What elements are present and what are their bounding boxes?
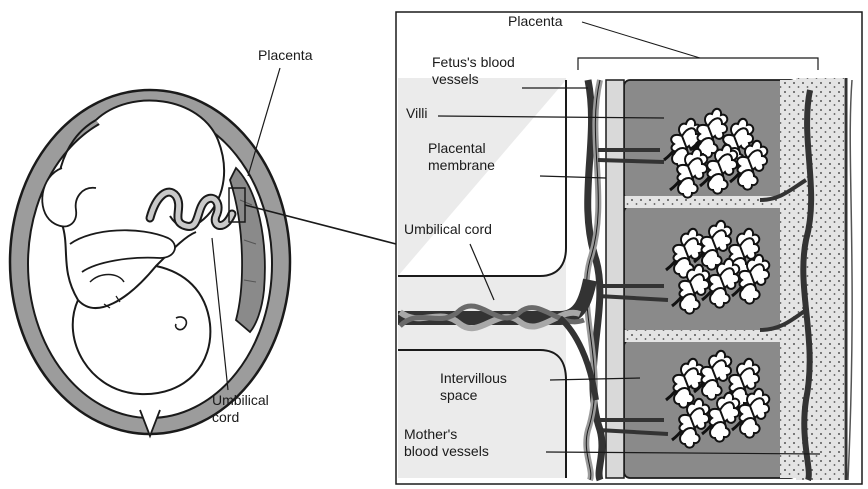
placental-membrane-label: Placental membrane (428, 140, 495, 174)
umbilical-cord-label: Umbilical cord (404, 222, 492, 237)
fetus-blood-vessels-label: Fetus's blood vessels (432, 54, 515, 88)
mothers-blood-vessels-label: Mother's blood vessels (404, 426, 489, 460)
left-umbilical-cord-text: Umbilical cord (212, 392, 269, 425)
left-placenta-label: Placenta (258, 48, 312, 63)
left-umbilical-cord-label: Umbilical cord (212, 392, 269, 426)
villi-label: Villi (406, 106, 428, 121)
intervillous-space-label: Intervillous space (440, 370, 507, 404)
uterus-illustration (10, 68, 396, 436)
villi-cluster-3 (666, 351, 769, 448)
detail-placenta-label: Placenta (508, 14, 562, 29)
